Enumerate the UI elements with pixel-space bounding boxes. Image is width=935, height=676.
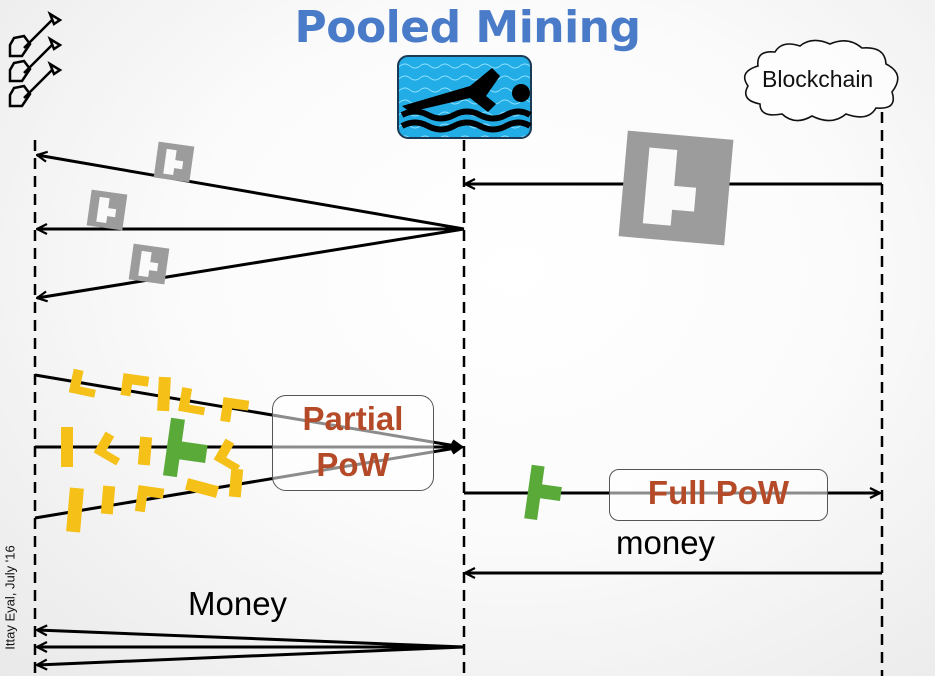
block-puzzle-small-icon — [86, 189, 128, 231]
partial-pow-label-line1: Partial — [302, 400, 404, 437]
partial-pow-shares — [61, 368, 250, 533]
full-pow-box — [609, 469, 828, 521]
full-pow-tile-green — [524, 464, 562, 521]
block-puzzle-small-icon — [153, 141, 195, 183]
shovel-icon — [8, 11, 63, 108]
arrow-pool-to-miner-1 — [37, 155, 465, 231]
slide-title: Pooled Mining — [294, 2, 641, 53]
block-puzzle-small-icon — [128, 243, 170, 285]
block-puzzle-large-icon — [618, 130, 734, 246]
partial-pow-box — [272, 395, 434, 491]
arrow-pool-money-to-miner-1 — [37, 630, 465, 649]
author-credit: Ittay Eyal, July '16 — [2, 545, 18, 650]
full-pow-label: Full PoW — [647, 474, 790, 511]
swimmer-icon — [397, 55, 532, 139]
blockchain-label: Blockchain — [762, 66, 874, 92]
arrow-pool-to-miner-3 — [37, 227, 465, 298]
money-to-pool-label: money — [616, 524, 716, 561]
arrow-pool-money-to-miner-3 — [37, 645, 465, 665]
money-to-miners-label: Money — [188, 585, 288, 622]
partial-pow-label-line2: PoW — [316, 446, 390, 483]
cloud-icon — [743, 39, 899, 122]
full-pow-tile-green — [162, 417, 208, 478]
